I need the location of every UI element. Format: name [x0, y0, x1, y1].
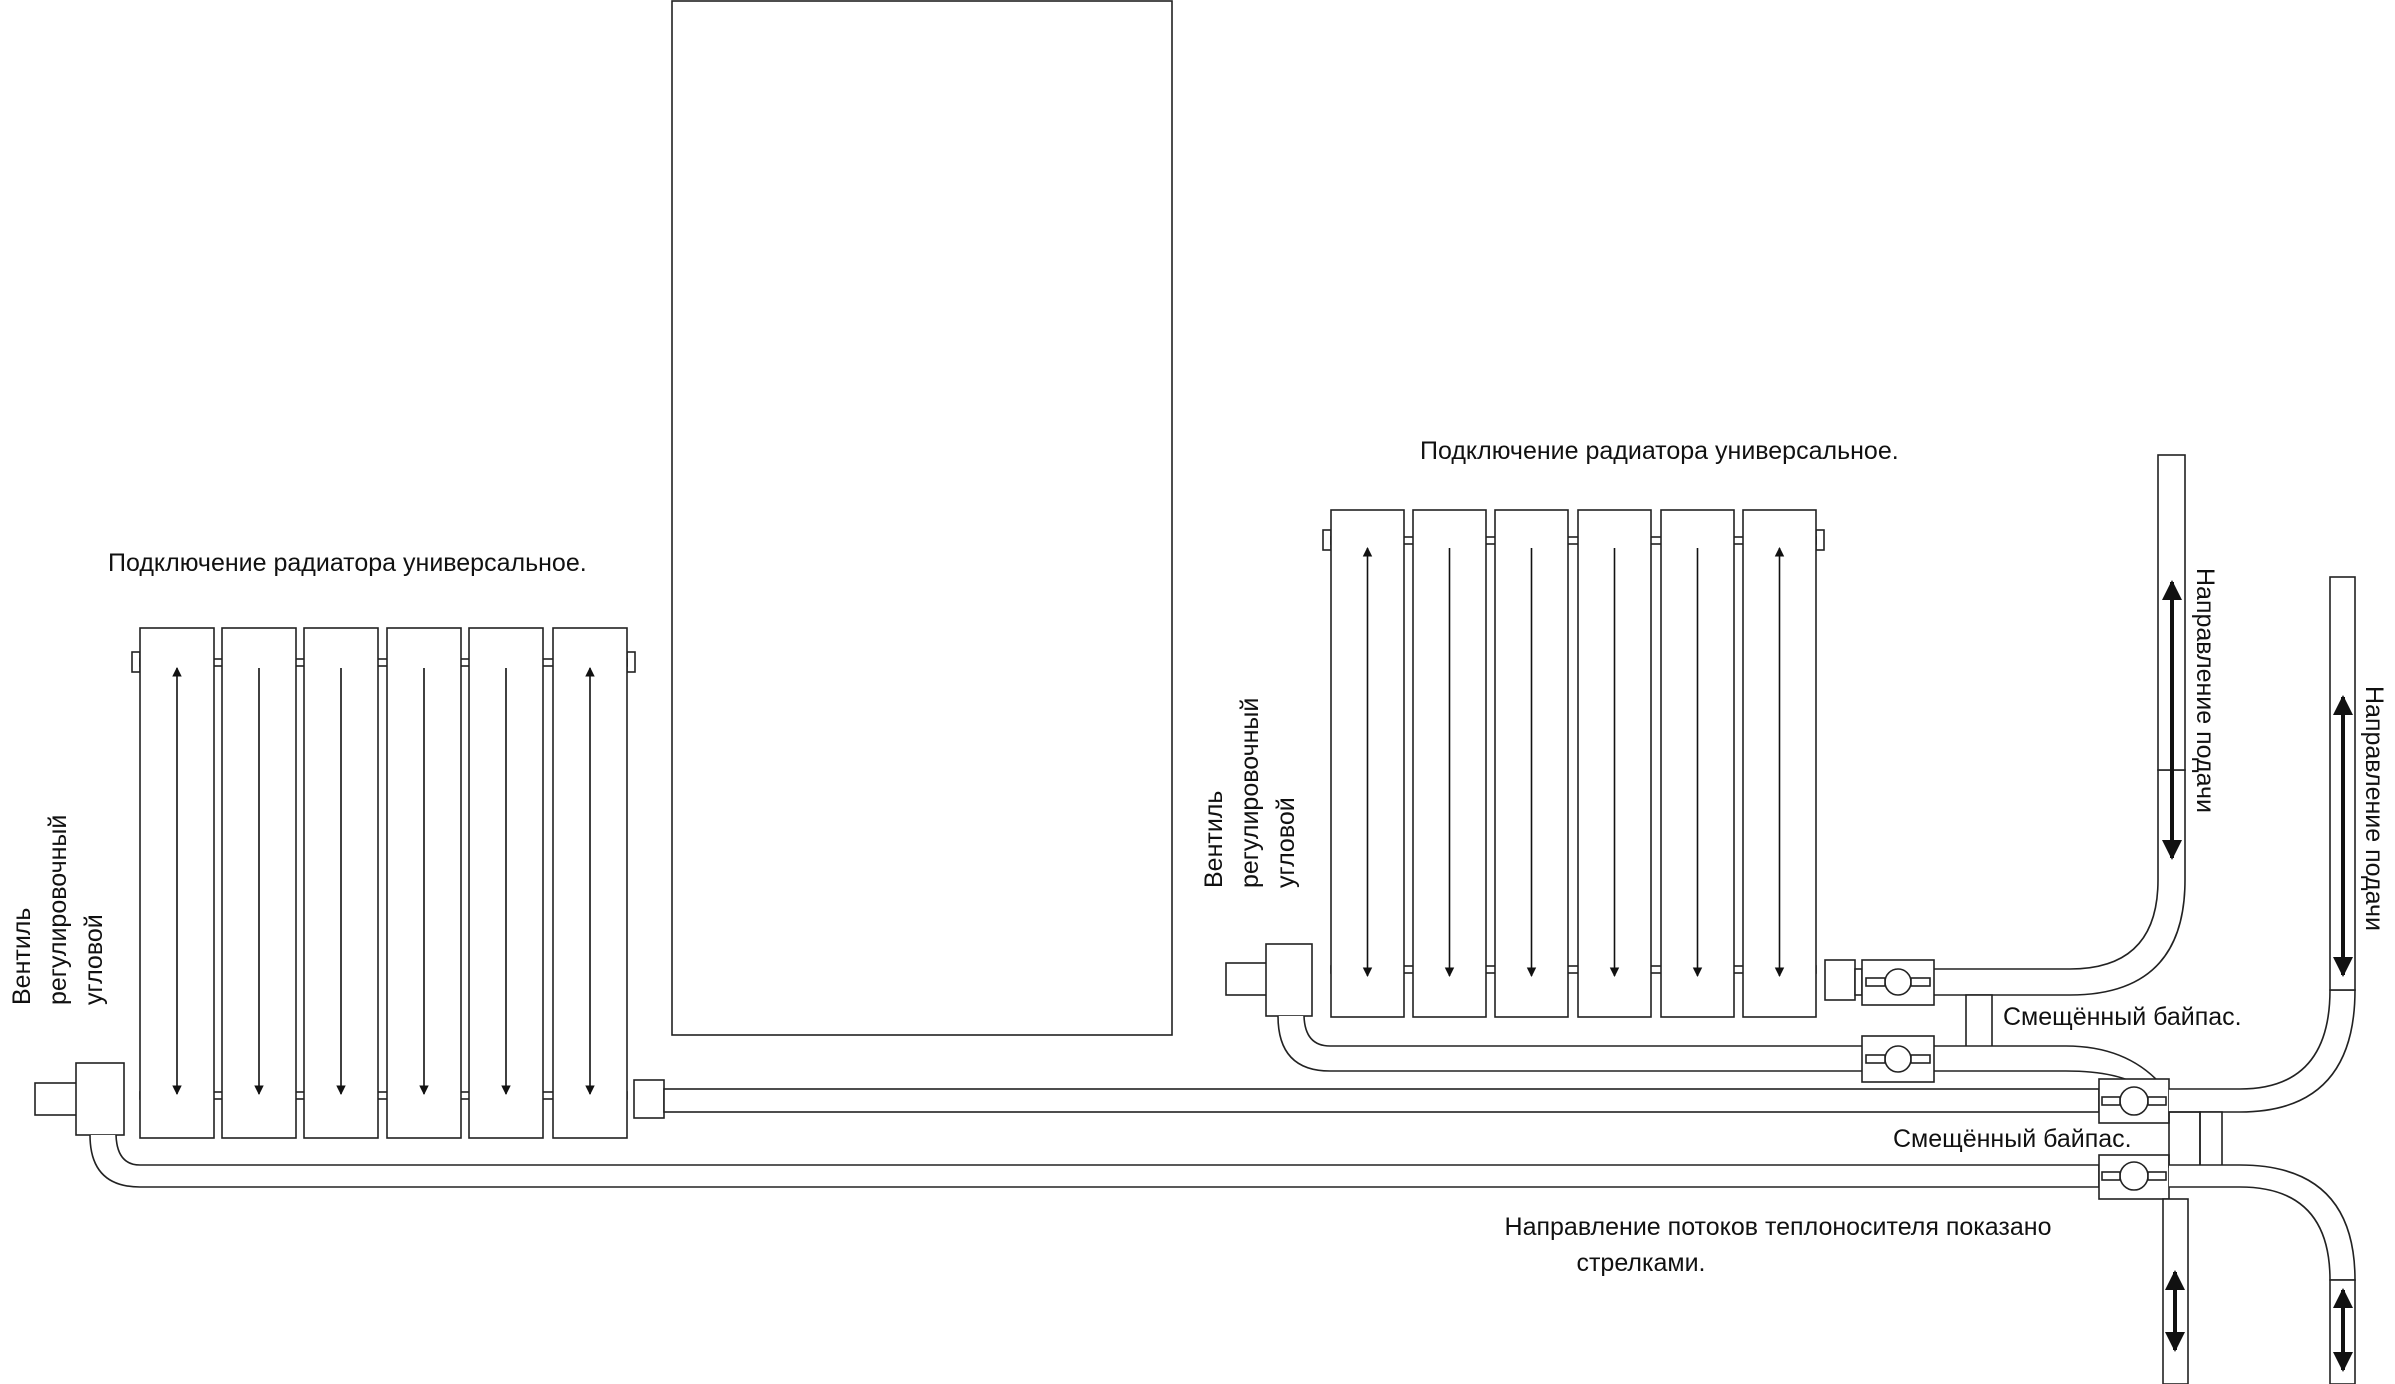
- bypass-pipe-lower: [2199, 1111, 2223, 1168]
- ball-valve-main-upper: [2098, 1078, 2170, 1124]
- svg-text:Вентиль: Вентиль: [1200, 791, 1228, 888]
- lower-main-pipe: [89, 1134, 2100, 1188]
- svg-text:регулировочный: регулировочный: [1236, 698, 1264, 888]
- ball-valve-upper: [1861, 959, 1935, 1006]
- left-angle-valve: [34, 1062, 125, 1136]
- lower-pipe-to-riser-4: [2169, 1164, 2356, 1281]
- bypass-pipe-upper: [1965, 994, 1993, 1048]
- right-angle-valve: [1225, 943, 1313, 1017]
- svg-text:угловой: угловой: [80, 914, 108, 1005]
- ball-valve-middle: [1861, 1035, 1935, 1083]
- valve-label-right: Вентиль регулировочный угловой: [1200, 698, 1300, 888]
- right-coupling: [1824, 959, 1856, 1001]
- left-radiator: [131, 627, 636, 1139]
- upper-main-pipe: [663, 1088, 2100, 1113]
- supply-direction-label-2: Направление подачи: [2360, 686, 2388, 931]
- flow-note-line-2: стрелками.: [1576, 1249, 1705, 1277]
- svg-text:Вентиль: Вентиль: [8, 908, 36, 1005]
- left-coupling: [633, 1079, 665, 1119]
- bypass-label-lower: Смещённый байпас.: [1893, 1125, 2132, 1153]
- ball-valve-main-lower: [2098, 1154, 2170, 1200]
- flow-note-line-1: Направление потоков теплоносителя показа…: [1505, 1213, 2052, 1241]
- bypass-label-upper: Смещённый байпас.: [2003, 1003, 2242, 1031]
- connection-label-left: Подключение радиатора универсальное.: [108, 549, 587, 577]
- svg-text:угловой: угловой: [1272, 797, 1300, 888]
- connection-label-right: Подключение радиатора универсальное.: [1420, 437, 1899, 465]
- right-radiator: [1322, 509, 1825, 1018]
- valve-label-left: Вентиль регулировочный угловой: [8, 815, 108, 1005]
- wall-panel: [671, 0, 1173, 1036]
- supply-direction-label-1: Направление подачи: [2191, 568, 2219, 813]
- svg-text:регулировочный: регулировочный: [44, 815, 72, 1005]
